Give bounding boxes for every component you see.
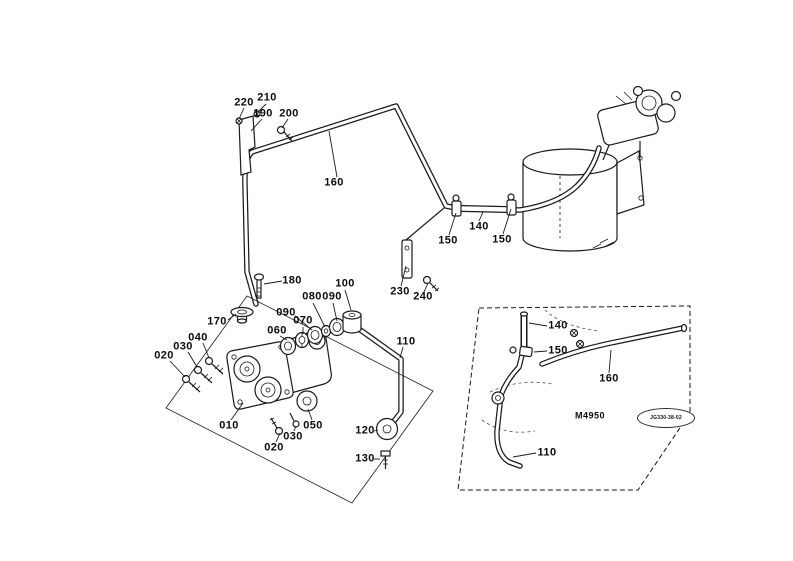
callout-030-a: 030	[173, 340, 193, 353]
inset-box	[457, 305, 691, 491]
bolt-180	[253, 273, 265, 299]
callout-200: 200	[279, 107, 299, 120]
washer-090-rear	[328, 317, 346, 337]
hose-140	[458, 205, 510, 213]
pipe-clamp-150-right	[506, 193, 517, 216]
screw-210	[253, 110, 261, 118]
callout-230: 230	[390, 285, 410, 298]
inset-callout-160: 160	[599, 372, 619, 385]
leader-lines	[169, 103, 612, 460]
bolt-040	[204, 356, 224, 375]
injection-pump-assembly	[597, 85, 682, 161]
pipe-110	[356, 326, 404, 428]
callout-060: 060	[267, 324, 287, 337]
callout-240: 240	[413, 290, 433, 303]
callout-040: 040	[188, 331, 208, 344]
flange-170	[230, 306, 254, 324]
callout-030-b: 030	[283, 430, 303, 443]
washer-090-front	[306, 325, 324, 345]
callout-020-a: 020	[154, 349, 174, 362]
inset-callout-110: 110	[537, 446, 557, 459]
crankcase-cylinder	[522, 148, 645, 252]
bracket-190	[238, 115, 256, 176]
filter-100	[342, 310, 362, 334]
callout-080: 080	[302, 290, 322, 303]
callout-160: 160	[324, 176, 344, 189]
callout-020-b: 020	[264, 441, 284, 454]
callout-220: 220	[234, 96, 254, 109]
banjo-fitting-120	[375, 417, 399, 441]
inset-clamp-bolts	[569, 328, 585, 349]
inset-callout-150: 150	[548, 344, 568, 357]
pipe-clamp-150-left	[451, 194, 462, 217]
inset-tube-140	[519, 311, 529, 352]
inset-clamp-150	[509, 345, 533, 358]
callout-090-b: 090	[276, 306, 296, 319]
callout-210: 210	[257, 91, 277, 104]
bolt-130	[380, 450, 391, 469]
callout-150-a: 150	[438, 234, 458, 247]
bolt-020-left	[181, 374, 201, 393]
inset-model-label: M4950	[574, 410, 606, 421]
callout-150-b: 150	[492, 233, 512, 246]
callout-140: 140	[469, 220, 489, 233]
seal-060	[279, 336, 297, 356]
hydraulic-pump-010	[226, 330, 332, 412]
seal-070	[294, 331, 310, 349]
callout-130: 130	[355, 452, 375, 465]
bolt-030-left	[193, 365, 213, 384]
bolt-030-lower	[289, 412, 300, 428]
callout-050: 050	[303, 419, 323, 432]
callout-120: 120	[355, 424, 375, 437]
callout-010: 010	[219, 419, 239, 432]
inset-callout-140: 140	[548, 319, 568, 332]
inset-pipe-110	[494, 344, 527, 469]
callout-180: 180	[282, 274, 302, 287]
inset-pipe-160	[539, 323, 688, 367]
stamp-oval: JG330-38-02	[637, 408, 695, 428]
callout-110: 110	[396, 335, 416, 348]
bolt-020-lower	[269, 417, 284, 436]
inset-elbow-fitting	[491, 391, 505, 405]
callout-070: 070	[293, 314, 313, 327]
exploded-view-frame	[165, 295, 434, 504]
callout-100: 100	[335, 277, 355, 290]
stamp-code: JG330-38-02	[650, 414, 682, 421]
callout-170: 170	[207, 315, 227, 328]
bolt-240	[422, 275, 440, 292]
bracket-230	[401, 207, 445, 279]
callout-090-a: 090	[322, 290, 342, 303]
bolt-200	[276, 125, 294, 142]
callout-190: 190	[253, 107, 273, 120]
